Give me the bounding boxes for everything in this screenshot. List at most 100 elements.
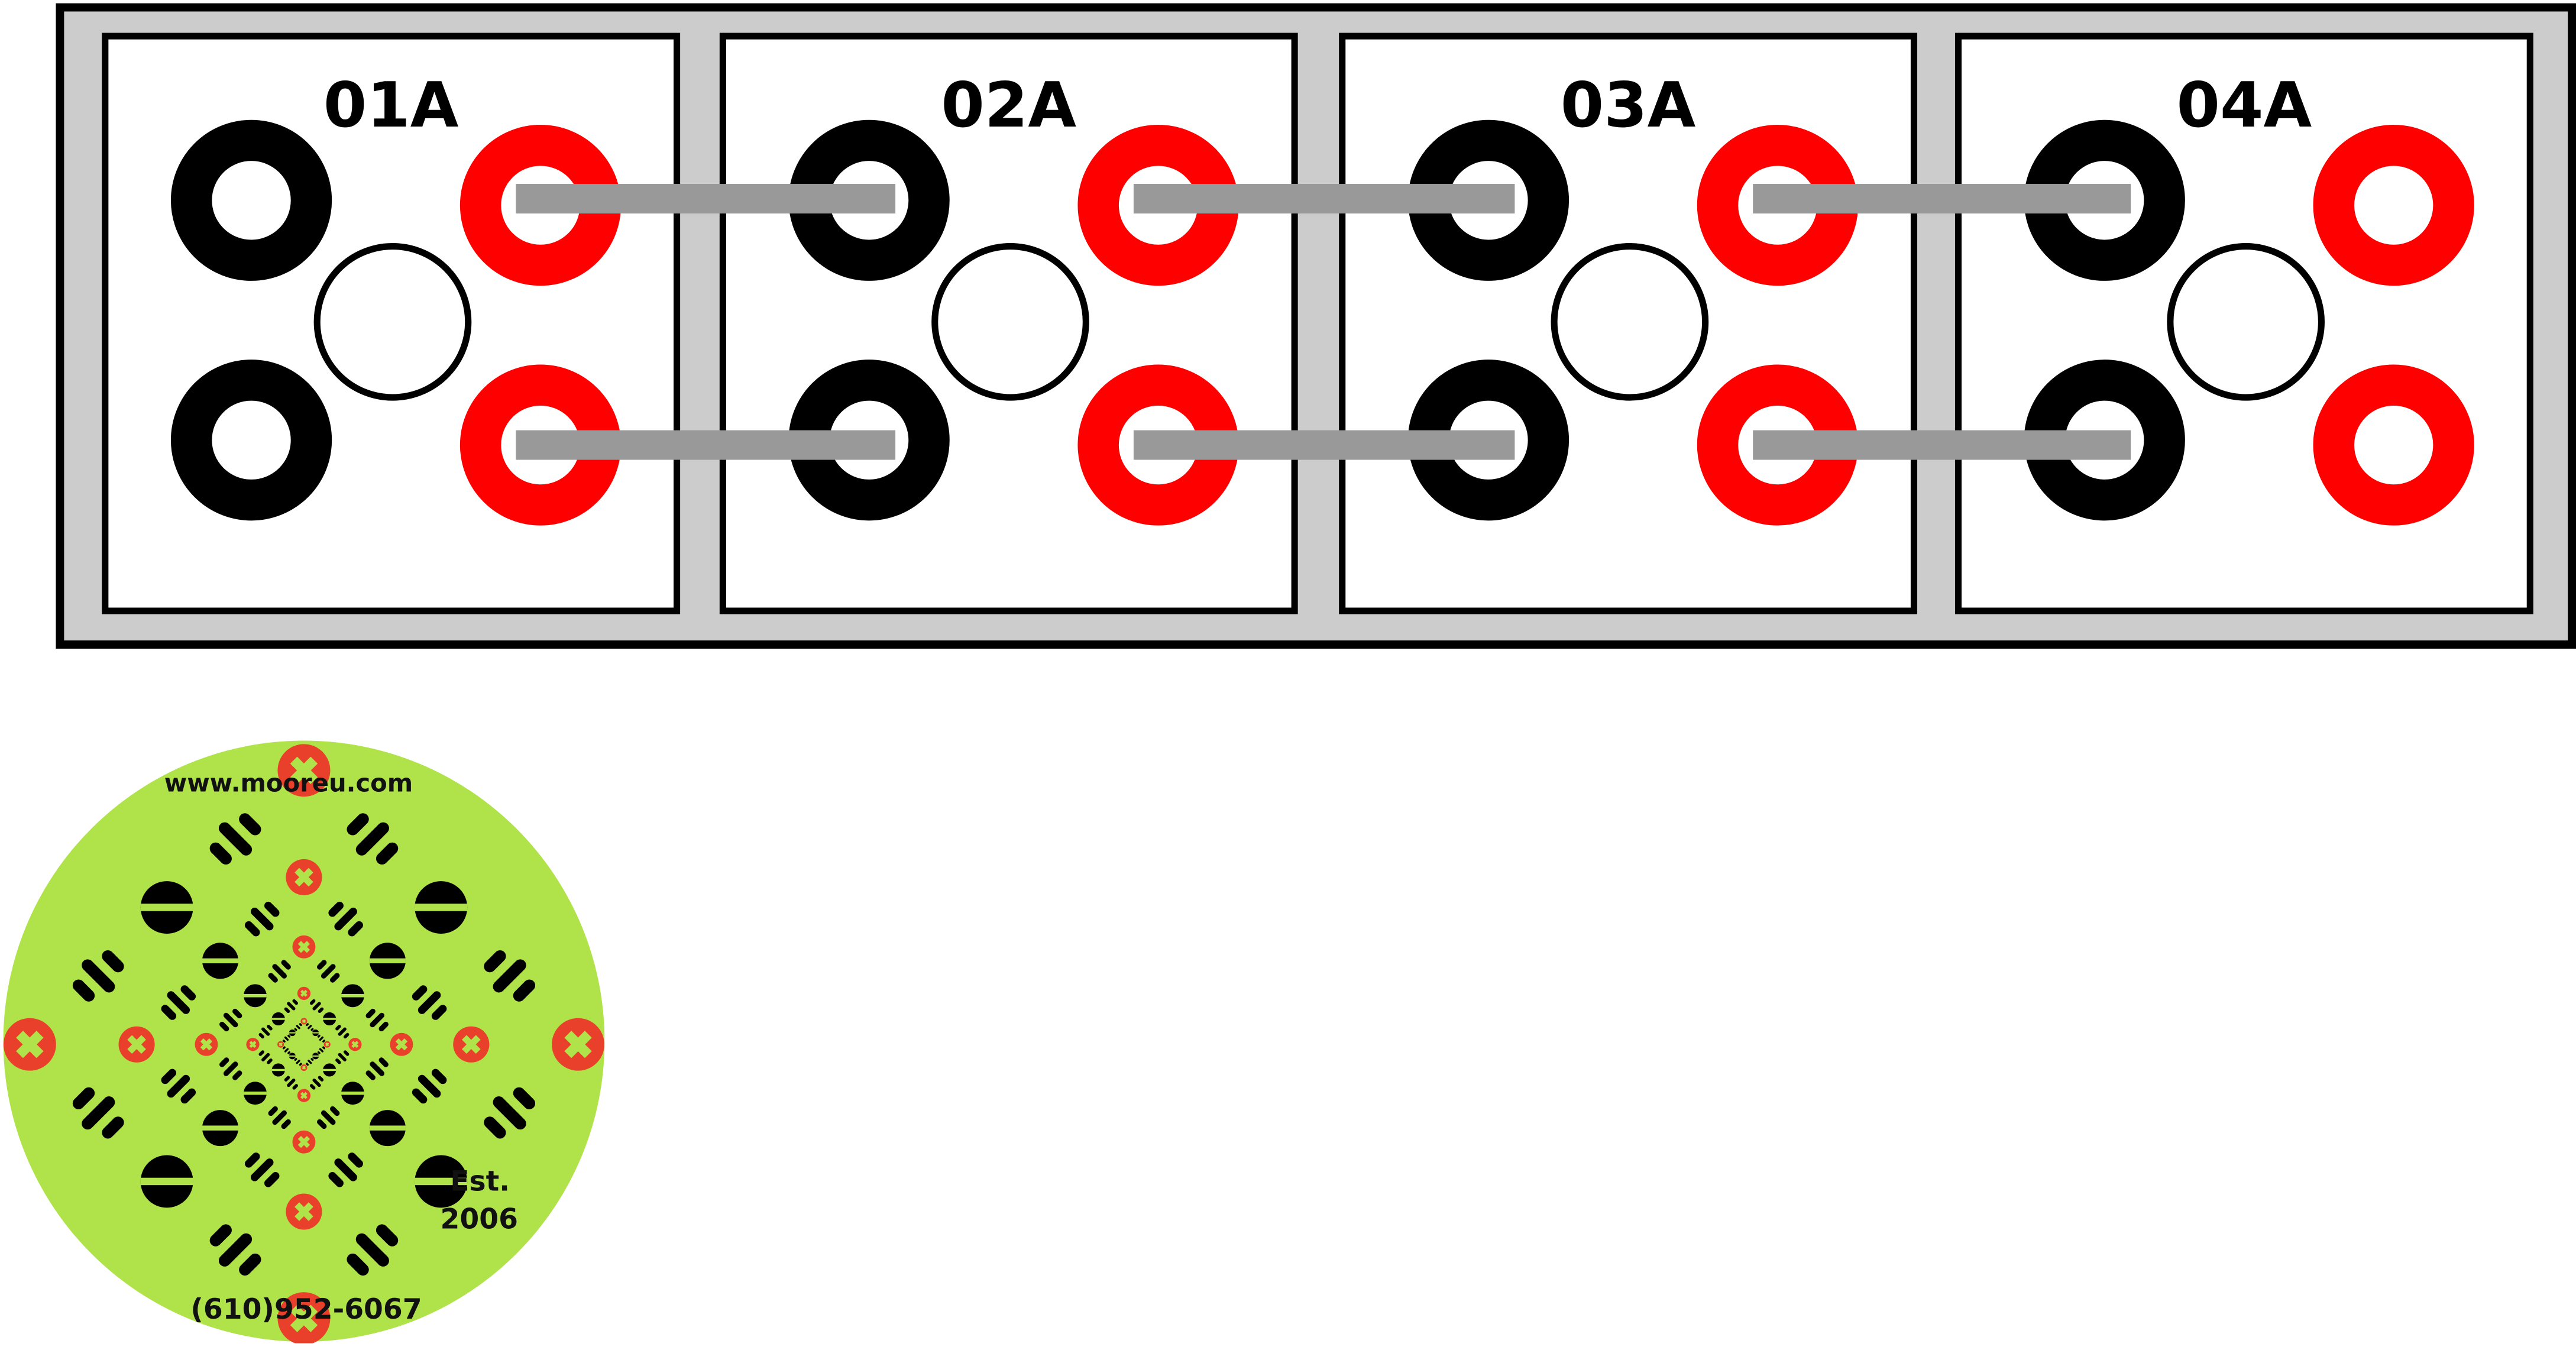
plus-bar-icon [279, 1043, 283, 1047]
bar-glyph-icon [287, 1002, 296, 1011]
bar-glyph-icon [330, 1106, 340, 1116]
bar-glyph-icon [261, 1027, 270, 1036]
plus-bar-icon [351, 1041, 359, 1048]
bar-glyph-icon [513, 979, 536, 1002]
minus-bar-icon [202, 1125, 239, 1131]
bar-glyph-icon [232, 1070, 242, 1080]
bar-glyph-icon [219, 1057, 229, 1067]
bar-glyph-icon [431, 1069, 447, 1084]
bar-glyph-icon [347, 1253, 369, 1276]
bar-glyph-icon [250, 907, 274, 931]
minus-bar-icon [140, 904, 193, 911]
minus-bar-icon [341, 1091, 364, 1095]
bar-glyph-icon [309, 1084, 316, 1090]
bar-glyph-icon [328, 1172, 344, 1187]
company-logo: www.mooreu.com Est. 2006 (610)952-6067 [3, 739, 605, 1345]
bar-glyph-icon [308, 1060, 312, 1064]
bar-glyph-icon [268, 1106, 278, 1116]
vent-cap [1551, 243, 1709, 401]
plus-bar-icon [200, 1038, 213, 1051]
bar-glyph-icon [493, 1096, 526, 1130]
vent-cap [313, 243, 472, 401]
vent-cap [931, 243, 1089, 401]
bar-glyph-icon [287, 1051, 291, 1054]
bar-glyph-icon [284, 1076, 290, 1082]
plus-bar-icon [462, 1035, 481, 1054]
bar-glyph-icon [282, 1040, 286, 1043]
bar-glyph-icon [355, 822, 389, 856]
logo-phone: (610)952-6067 [190, 1294, 422, 1327]
plus-bar-icon [302, 1066, 306, 1070]
negative-terminal-bottom [170, 360, 332, 521]
bar-glyph-icon [258, 1032, 264, 1039]
bar-glyph-icon [378, 1057, 389, 1067]
bar-glyph-icon [180, 1088, 196, 1104]
plus-bar-icon [290, 1304, 318, 1332]
bar-glyph-icon [282, 1046, 286, 1050]
bar-glyph-icon [365, 1070, 376, 1080]
bar-glyph-icon [348, 921, 363, 937]
bar-glyph-icon [328, 901, 344, 917]
bar-glyph-icon [343, 1032, 349, 1039]
bar-glyph-icon [335, 1025, 341, 1031]
bar-glyph-icon [180, 985, 196, 1001]
bar-glyph-icon [267, 1025, 273, 1031]
connector-bar-bottom [1753, 430, 2131, 460]
bar-glyph-icon [244, 921, 260, 937]
minus-bar-icon [323, 1069, 336, 1071]
bar-glyph-icon [167, 991, 190, 1014]
bar-glyph-icon [223, 1061, 238, 1076]
cell-02a: 02A [719, 33, 1298, 614]
bar-glyph-icon [287, 1034, 291, 1038]
plus-bar-icon [290, 756, 318, 784]
bar-glyph-icon [317, 1119, 327, 1129]
bar-glyph-icon [322, 1040, 325, 1043]
bar-glyph-icon [321, 964, 336, 979]
bar-glyph-icon [219, 1021, 229, 1032]
bar-glyph-icon [292, 999, 298, 1005]
minus-bar-icon [312, 1055, 319, 1057]
logo-est-year: 2006 [440, 1203, 519, 1237]
bar-glyph-icon [484, 950, 506, 973]
bar-glyph-icon [82, 959, 115, 993]
bar-glyph-icon [161, 1069, 177, 1084]
bar-glyph-icon [335, 1058, 341, 1064]
bar-glyph-icon [296, 1025, 300, 1030]
bar-glyph-icon [412, 985, 428, 1001]
bar-glyph-icon [267, 1058, 273, 1064]
bar-glyph-icon [272, 1110, 287, 1125]
plus-bar-icon [297, 941, 310, 953]
bar-glyph-icon [338, 1053, 347, 1061]
plus-bar-icon [300, 989, 308, 997]
minus-bar-icon [271, 1018, 285, 1020]
minus-bar-icon [202, 958, 239, 964]
bar-glyph-icon [268, 973, 278, 983]
bar-glyph-icon [334, 907, 357, 931]
bar-glyph-icon [218, 822, 253, 856]
plus-bar-icon [295, 1202, 313, 1221]
plus-bar-icon [249, 1041, 257, 1048]
bar-glyph-icon [370, 1012, 385, 1028]
connector-bar-bottom [516, 430, 896, 460]
bar-glyph-icon [287, 1078, 296, 1087]
bar-glyph-icon [310, 1058, 314, 1061]
bar-glyph-icon [493, 959, 526, 993]
cell-label: 04A [2176, 69, 2312, 141]
connector-bar-top [516, 184, 896, 214]
connector-bar-top [1753, 184, 2131, 214]
bar-glyph-icon [292, 1084, 298, 1090]
minus-bar-icon [341, 993, 364, 998]
bar-glyph-icon [376, 1224, 399, 1247]
positive-terminal-bottom [2313, 364, 2474, 526]
bar-glyph-icon [167, 1074, 190, 1098]
bar-glyph-icon [322, 1046, 325, 1050]
bar-glyph-icon [418, 991, 441, 1014]
bar-glyph-icon [338, 1027, 347, 1036]
bar-glyph-icon [161, 1005, 177, 1020]
bar-glyph-icon [284, 1036, 289, 1041]
bar-glyph-icon [348, 1152, 363, 1168]
minus-bar-icon [289, 1055, 296, 1057]
bar-glyph-icon [319, 1048, 324, 1053]
bar-glyph-icon [264, 1172, 280, 1187]
